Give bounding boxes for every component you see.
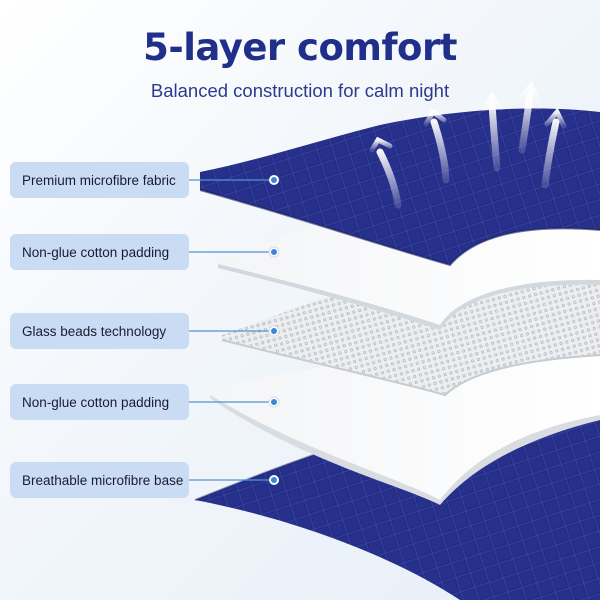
layer-glass-beads [221, 282, 600, 397]
page-subtitle: Balanced construction for calm night [150, 80, 450, 101]
layer-padding-upper [218, 208, 600, 330]
layer-padding-lower [210, 346, 600, 505]
page-title: 5-layer comfort [143, 26, 457, 69]
connector-lines [189, 179, 272, 481]
label-non-glue-cotton-padding-upper: Non-glue cotton padding [10, 234, 189, 270]
label-breathable-microfibre-base: Breathable microfibre base [10, 462, 189, 498]
label-premium-microfibre-fabric: Premium microfibre fabric [10, 162, 189, 198]
label-glass-beads-technology: Glass beads technology [10, 313, 189, 349]
layer-premium-fabric [199, 108, 600, 267]
label-non-glue-cotton-padding-lower: Non-glue cotton padding [10, 384, 189, 420]
connector-dots [268, 175, 280, 485]
airflow-arrows-icon [369, 81, 567, 209]
